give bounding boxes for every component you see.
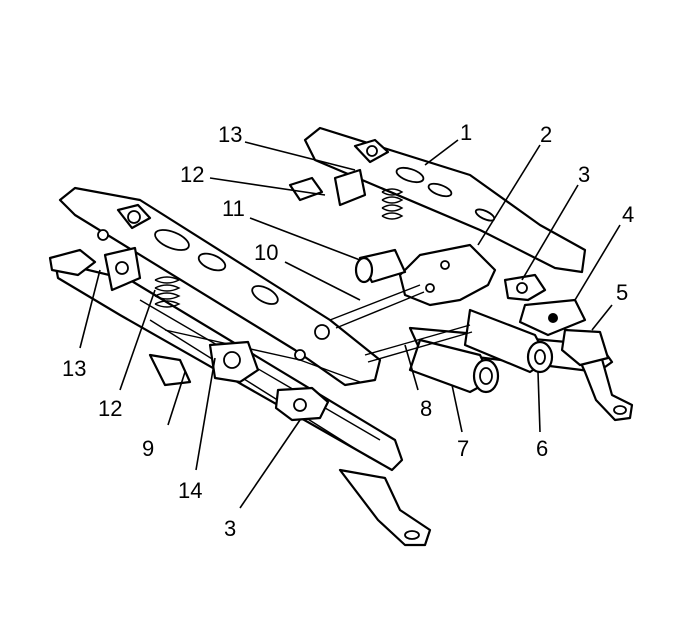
- leader-lines: [79, 139, 621, 509]
- callout-5: 5: [616, 280, 628, 305]
- front-height-motor: [354, 248, 407, 284]
- rear-gear-nut: [503, 273, 547, 302]
- right-upper-seat-frame: [303, 126, 587, 274]
- callout-6: 6: [536, 436, 548, 461]
- rear-track-bracket: [518, 298, 610, 367]
- callout-13-front: 13: [62, 356, 86, 381]
- callout-11: 11: [222, 196, 245, 221]
- callout-3: 3: [578, 162, 590, 187]
- callout-4: 4: [622, 202, 634, 227]
- front-spring: [103, 246, 181, 308]
- drive-cables: [164, 284, 473, 383]
- callout-2: 2: [540, 122, 552, 147]
- callout-1: 1: [460, 120, 472, 145]
- callout-9: 9: [142, 436, 154, 461]
- callout-8: 8: [420, 396, 432, 421]
- horizontal-motor: [408, 338, 500, 394]
- center-gearbox: [398, 243, 497, 307]
- callout-12-front: 12: [98, 396, 122, 421]
- callout-14: 14: [178, 478, 202, 503]
- callout-10: 10: [254, 240, 278, 265]
- callout-3-front: 3: [224, 516, 236, 541]
- callout-7: 7: [457, 436, 469, 461]
- front-bracket: [48, 176, 324, 277]
- rear-spring: [333, 168, 404, 220]
- front-gear-nut: [274, 386, 330, 422]
- pivot-bracket: [148, 340, 260, 387]
- callout-13-rear: 13: [218, 122, 242, 147]
- rear-height-motor: [463, 308, 554, 374]
- left-upper-seat-frame: [58, 186, 382, 387]
- callout-12-rear: 12: [180, 162, 204, 187]
